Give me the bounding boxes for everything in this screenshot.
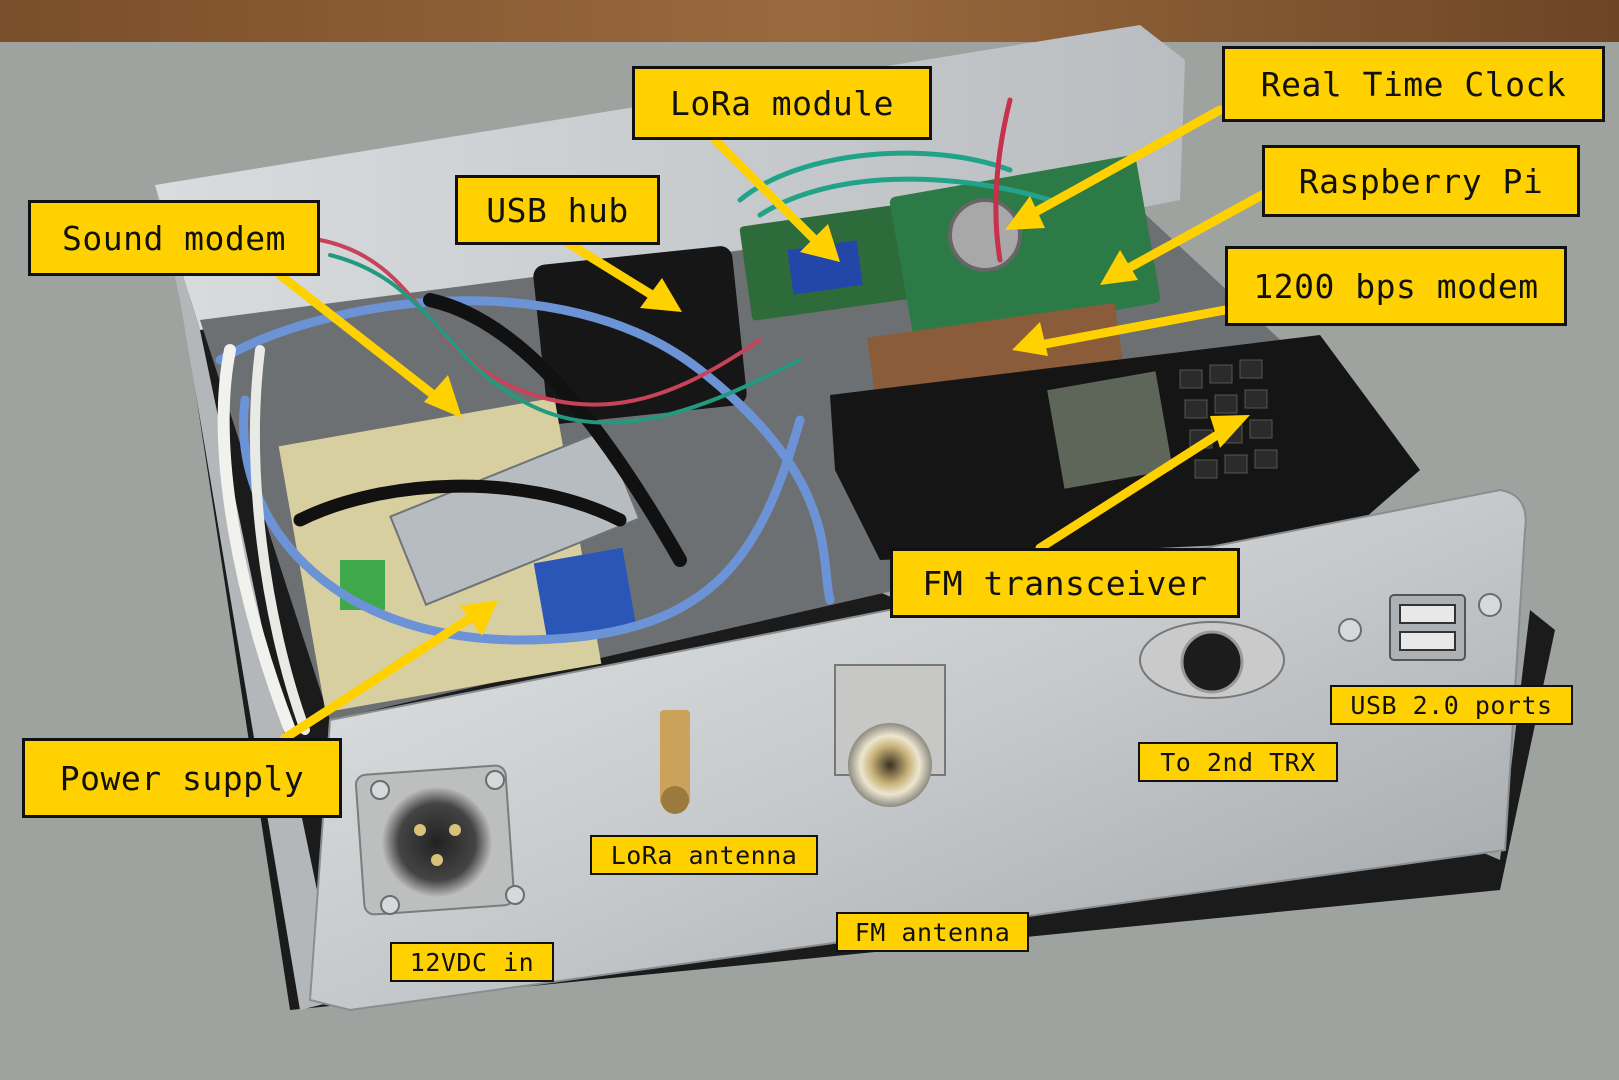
rtc-coin-cell (948, 198, 1022, 272)
wooden-shelf (0, 0, 1619, 42)
n-connector (848, 723, 932, 807)
xlr-pin (449, 824, 461, 836)
label-power-supply: Power supply (22, 738, 342, 818)
usb-port (1399, 604, 1456, 624)
xlr-pin (414, 824, 426, 836)
label-to-2nd-trx: To 2nd TRX (1138, 742, 1338, 782)
sma-connector (660, 710, 690, 805)
label-usb-2-ports: USB 2.0 ports (1330, 685, 1573, 725)
cables (215, 97, 1053, 736)
label-sound-modem: Sound modem (28, 200, 320, 276)
panel-screws (370, 593, 1502, 915)
label-1200-bps-modem: 1200 bps modem (1225, 246, 1567, 326)
label-usb-hub: USB hub (455, 175, 660, 245)
fm-transceiver-display (1047, 371, 1173, 489)
label-fm-antenna: FM antenna (836, 912, 1029, 952)
pointer-arrows (275, 105, 1267, 743)
raspberry-pi-board (889, 155, 1161, 345)
sma-connector-tip (661, 786, 689, 814)
label-raspberry-pi: Raspberry Pi (1262, 145, 1580, 217)
label-12vdc-in: 12VDC in (390, 942, 554, 982)
blue-buck-module (533, 547, 637, 643)
xlr-pin (431, 854, 443, 866)
modem-board (867, 302, 1123, 398)
xlr-connector (382, 787, 492, 897)
label-lora-antenna: LoRa antenna (590, 835, 818, 875)
label-fm-transceiver: FM transceiver (890, 548, 1240, 618)
arrow-heads (424, 196, 1250, 636)
label-real-time-clock: Real Time Clock (1222, 46, 1605, 122)
lora-chip (787, 240, 863, 295)
din-connector (1180, 630, 1244, 694)
label-lora-module: LoRa module (632, 66, 932, 140)
usb-port (1399, 631, 1456, 651)
